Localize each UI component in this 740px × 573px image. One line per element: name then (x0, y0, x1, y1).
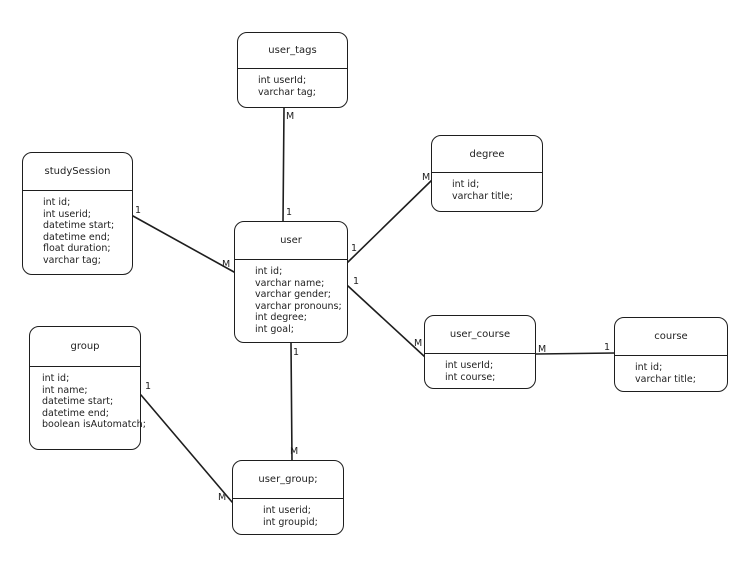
entity-field: varchar tag; (258, 86, 316, 98)
cardinality-label: M (414, 338, 423, 349)
entity-title: user_group; (233, 461, 343, 499)
entity-field: varchar title; (635, 373, 696, 385)
entity-title: course (615, 318, 727, 356)
entity-user: user int id; varchar name; varchar gende… (234, 221, 348, 343)
entity-fields: int userid; int groupid; (233, 499, 343, 528)
entity-field: int course; (445, 371, 496, 383)
entity-fields: int id; int name; datetime start; dateti… (30, 367, 146, 431)
entity-field: int id; (452, 179, 480, 190)
cardinality-label: 1 (293, 347, 300, 358)
line-group-user-group (140, 394, 233, 503)
cardinality-label: M (218, 492, 227, 503)
entity-field: datetime start; (42, 396, 114, 407)
line-user-course-course (535, 352, 616, 355)
cardinality-label: M (286, 111, 295, 122)
entity-fields: int id; varchar title; (615, 356, 727, 385)
entity-field: float duration; (43, 243, 111, 254)
line-studysession-user (132, 215, 235, 273)
entity-title: user_course (425, 316, 535, 354)
entity-group: group int id; int name; datetime start; … (29, 326, 146, 450)
cardinality-label: 1 (145, 381, 152, 392)
entity-field: boolean isAutomatch; (42, 419, 146, 430)
cardinality-label: 1 (351, 243, 358, 254)
entity-title: group (30, 327, 140, 367)
entity-fields: int userId; varchar tag; (238, 69, 347, 98)
entity-field: varchar gender; (255, 289, 332, 300)
entity-field: varchar pronouns; (255, 300, 342, 312)
entity-field: int userid; (263, 505, 311, 516)
entity-title: user (235, 222, 347, 260)
line-user-tags-user (282, 107, 285, 223)
entity-field: int id; (635, 362, 663, 373)
entity-field: int id; (42, 373, 70, 384)
entity-title: user_tags (238, 33, 347, 69)
line-user-user-group (290, 342, 293, 462)
entity-field: int goal; (255, 323, 294, 335)
cardinality-label: 1 (353, 276, 360, 287)
entity-title: degree (432, 136, 542, 173)
entity-fields: int id; varchar title; (432, 173, 542, 202)
entity-field: varchar name; (255, 277, 325, 289)
cardinality-label: 1 (135, 205, 142, 216)
entity-field: int id; (43, 197, 71, 208)
cardinality-label: M (290, 446, 299, 457)
entity-fields: int userId; int course; (425, 354, 535, 383)
entity-field: int id; (255, 266, 283, 277)
entity-user-group: user_group; int userid; int groupid; (232, 460, 344, 535)
entity-field: int userid; (43, 208, 91, 220)
entity-field: int degree; (255, 312, 307, 323)
entity-field: varchar title; (452, 190, 513, 202)
entity-title: studySession (23, 153, 132, 191)
cardinality-label: M (422, 172, 431, 183)
entity-field: int name; (42, 384, 88, 396)
cardinality-label: 1 (604, 342, 611, 353)
cardinality-label: 1 (286, 207, 293, 218)
entity-fields: int id; int userid; datetime start; date… (23, 191, 132, 266)
entity-field: datetime end; (42, 407, 110, 419)
entity-course: course int id; varchar title; (614, 317, 728, 392)
entity-field: int groupid; (263, 516, 318, 528)
entity-user-tags: user_tags int userId; varchar tag; (237, 32, 348, 108)
entity-fields: int id; varchar name; varchar gender; va… (235, 260, 347, 335)
entity-user-course: user_course int userId; int course; (424, 315, 536, 389)
line-user-user-course (347, 285, 426, 358)
entity-study-session: studySession int id; int userid; datetim… (22, 152, 133, 275)
entity-field: varchar tag; (43, 254, 101, 266)
cardinality-label: M (222, 259, 231, 270)
entity-field: int userId; (258, 75, 307, 86)
entity-field: datetime start; (43, 220, 115, 231)
cardinality-label: M (538, 344, 547, 355)
entity-field: datetime end; (43, 231, 111, 243)
line-user-degree (347, 179, 433, 263)
entity-field: int userId; (445, 360, 494, 371)
entity-degree: degree int id; varchar title; (431, 135, 543, 212)
